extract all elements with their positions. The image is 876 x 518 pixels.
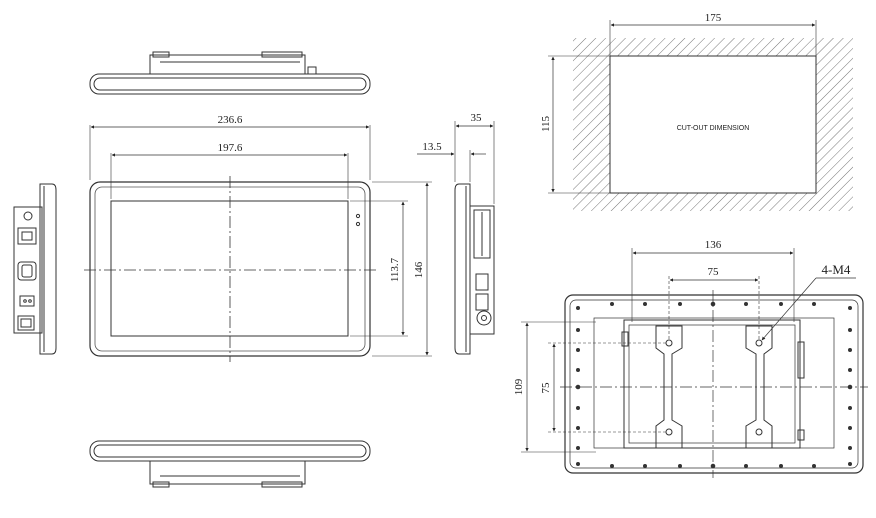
front-view bbox=[84, 125, 432, 362]
rear-height-label: 109 bbox=[513, 378, 525, 395]
power-switch-icon bbox=[17, 315, 35, 331]
height-dimension-label: 146 bbox=[413, 261, 425, 278]
cutout-height-label: 115 bbox=[540, 115, 552, 132]
right-mount-rail bbox=[745, 325, 773, 449]
perimeter-screw-holes bbox=[575, 301, 853, 469]
depth-dimension-label: 35 bbox=[471, 112, 483, 124]
cutout-opening bbox=[609, 55, 817, 194]
power-jack-icon bbox=[476, 310, 492, 326]
usb-port-icon bbox=[475, 273, 489, 291]
usb-port-icon bbox=[475, 293, 489, 311]
screen-height-dimension-label: 113.7 bbox=[389, 257, 401, 282]
right-side-view bbox=[417, 121, 495, 355]
bezel-dimension-label: 13.5 bbox=[422, 141, 442, 153]
vesa-height-label: 75 bbox=[540, 382, 552, 394]
front-screen bbox=[110, 200, 349, 337]
cutout-width-label: 175 bbox=[705, 12, 722, 24]
screw-spec-label: 4-M4 bbox=[822, 262, 851, 277]
power-connector-icon bbox=[19, 295, 35, 307]
width-dimension-label: 236.6 bbox=[218, 114, 243, 126]
left-side-view bbox=[13, 183, 57, 355]
serial-port-icon bbox=[17, 261, 37, 281]
vesa-outer-width-label: 136 bbox=[705, 239, 722, 251]
top-view bbox=[89, 51, 371, 95]
ethernet-port-icon bbox=[17, 227, 37, 245]
front-outer-frame bbox=[89, 181, 371, 357]
cutout-diagram bbox=[548, 20, 853, 211]
rear-view bbox=[521, 248, 868, 478]
vesa-bracket bbox=[623, 319, 801, 449]
vesa-inner-width-label: 75 bbox=[708, 266, 720, 278]
bottom-view bbox=[89, 440, 371, 488]
rear-outer-frame bbox=[564, 294, 864, 474]
left-mount-rail bbox=[655, 325, 683, 449]
cutout-title: CUT-OUT DIMENSION bbox=[677, 125, 750, 132]
screen-width-dimension-label: 197.6 bbox=[218, 142, 243, 154]
cutout-hatched-panel bbox=[573, 38, 853, 211]
